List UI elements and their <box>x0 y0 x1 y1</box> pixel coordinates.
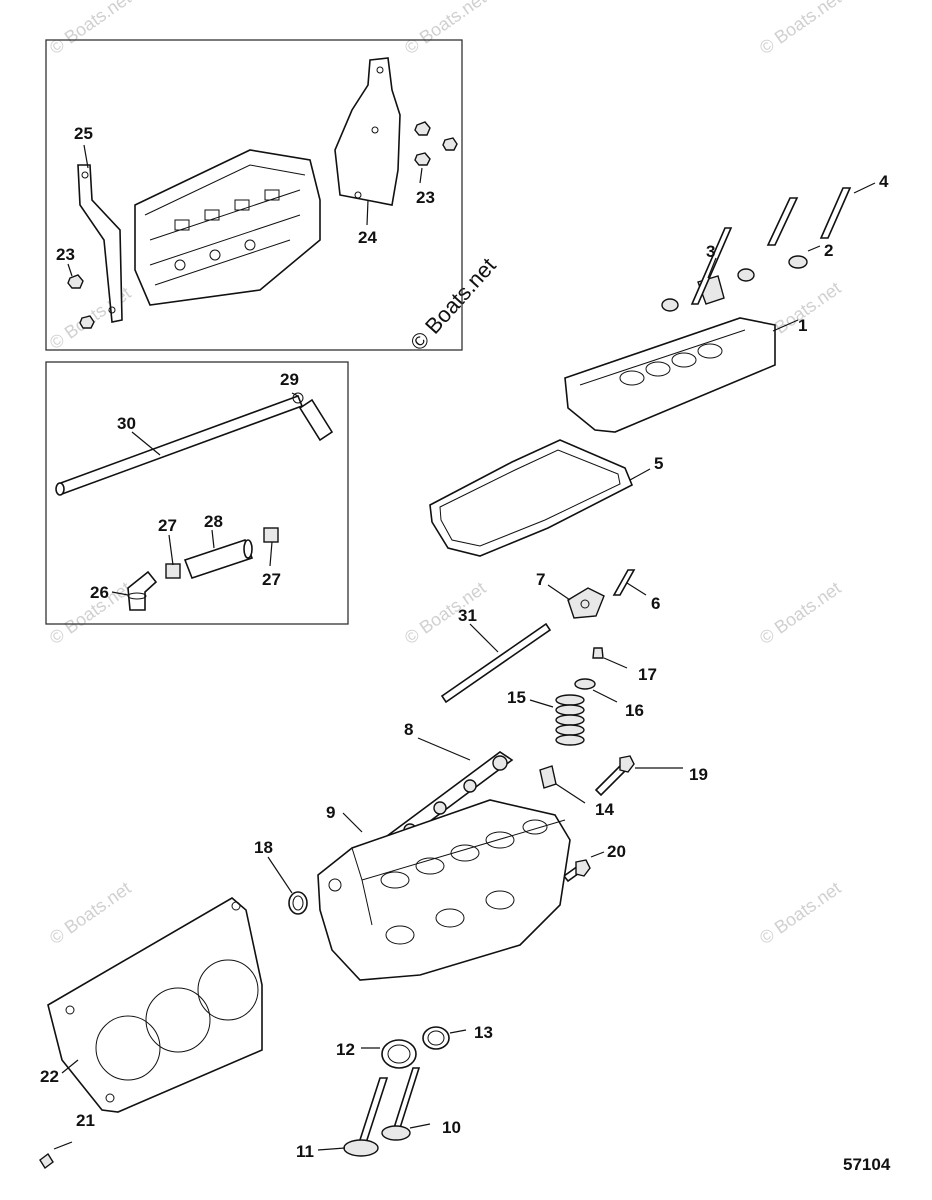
spring-retainer-16 <box>574 678 596 690</box>
callout-18: 18 <box>254 838 273 857</box>
callout-24: 24 <box>358 228 377 247</box>
bracket-right-plate <box>334 57 401 206</box>
callout-15: 15 <box>507 688 526 707</box>
intake-manifold <box>134 149 321 306</box>
rocker-arm-7 <box>567 587 605 619</box>
callout-14: 14 <box>595 800 614 819</box>
leader-lines <box>53 144 876 1151</box>
callout-25: 25 <box>74 124 93 143</box>
callout-27-left: 27 <box>158 516 177 535</box>
callout-6: 6 <box>651 594 660 613</box>
callout-17: 17 <box>638 665 657 684</box>
valve-spring-15 <box>555 694 585 746</box>
hose-28 <box>183 539 254 579</box>
valve-cover <box>564 317 776 433</box>
callout-27-right: 27 <box>262 570 281 589</box>
watermark-faint: © Boats.net <box>401 0 490 58</box>
bracket-left <box>77 164 123 323</box>
watermark-faint: © Boats.net <box>756 578 845 648</box>
inset-box-intake <box>45 39 463 351</box>
watermark-faint: © Boats.net <box>756 0 845 58</box>
callout-10: 10 <box>442 1118 461 1137</box>
callout-23-left: 23 <box>56 245 75 264</box>
callout-30: 30 <box>117 414 136 433</box>
callout-1: 1 <box>798 316 807 335</box>
callout-7: 7 <box>536 570 545 589</box>
valve-seal-ring-13 <box>422 1026 450 1050</box>
callout-16: 16 <box>625 701 644 720</box>
watermark-faint: © Boats.net <box>46 0 135 58</box>
callout-21: 21 <box>76 1111 95 1130</box>
callout-23-right: 23 <box>416 188 435 207</box>
callout-2: 2 <box>824 241 833 260</box>
callout-22: 22 <box>40 1067 59 1086</box>
callout-29: 29 <box>280 370 299 389</box>
exhaust-valve-10 <box>381 1067 421 1141</box>
watermark-main: © Boats.net <box>405 253 501 355</box>
diagram-number: 57104 <box>843 1155 891 1174</box>
seal-18 <box>288 891 308 915</box>
watermark-faint: © Boats.net <box>46 878 135 948</box>
bolts-4 <box>690 187 852 305</box>
callout-20: 20 <box>607 842 626 861</box>
callout-19: 19 <box>689 765 708 784</box>
watermark-faint: © Boats.net <box>756 878 845 948</box>
callout-5: 5 <box>654 454 663 473</box>
valve-seal-14 <box>539 765 557 789</box>
inset-box-hoses <box>45 361 349 625</box>
dowel-21 <box>39 1152 54 1170</box>
cylinder-head-9 <box>317 799 571 981</box>
valve-keeper-17 <box>592 647 604 659</box>
callout-labels: 1 2 3 4 5 6 7 8 9 10 11 12 13 14 15 16 1… <box>40 124 889 1161</box>
head-gasket-22 <box>47 897 263 1113</box>
callout-12: 12 <box>336 1040 355 1059</box>
pushrod-31 <box>440 622 552 704</box>
hose-30 <box>55 394 304 496</box>
fitting-29 <box>292 392 334 442</box>
callout-26: 26 <box>90 583 109 602</box>
callout-28: 28 <box>204 512 223 531</box>
callout-3: 3 <box>706 242 715 261</box>
elbow-26 <box>127 570 158 611</box>
head-bolt-20 <box>562 859 591 883</box>
head-bolt-19 <box>594 755 635 797</box>
callout-9: 9 <box>326 803 335 822</box>
grommet-2 <box>661 255 808 312</box>
bracket-nuts <box>67 121 458 329</box>
callout-31: 31 <box>458 606 477 625</box>
callout-11: 11 <box>296 1142 314 1161</box>
valve-seal-ring-12 <box>381 1039 417 1069</box>
clamp-27-right <box>263 527 279 543</box>
valve-cover-gasket-5 <box>429 439 634 557</box>
clamp-27-left <box>165 563 181 579</box>
intake-valve-11 <box>343 1077 389 1157</box>
rocker-bolt-6 <box>612 569 636 596</box>
callout-8: 8 <box>404 720 413 739</box>
callout-4: 4 <box>879 172 889 191</box>
callout-13: 13 <box>474 1023 493 1042</box>
